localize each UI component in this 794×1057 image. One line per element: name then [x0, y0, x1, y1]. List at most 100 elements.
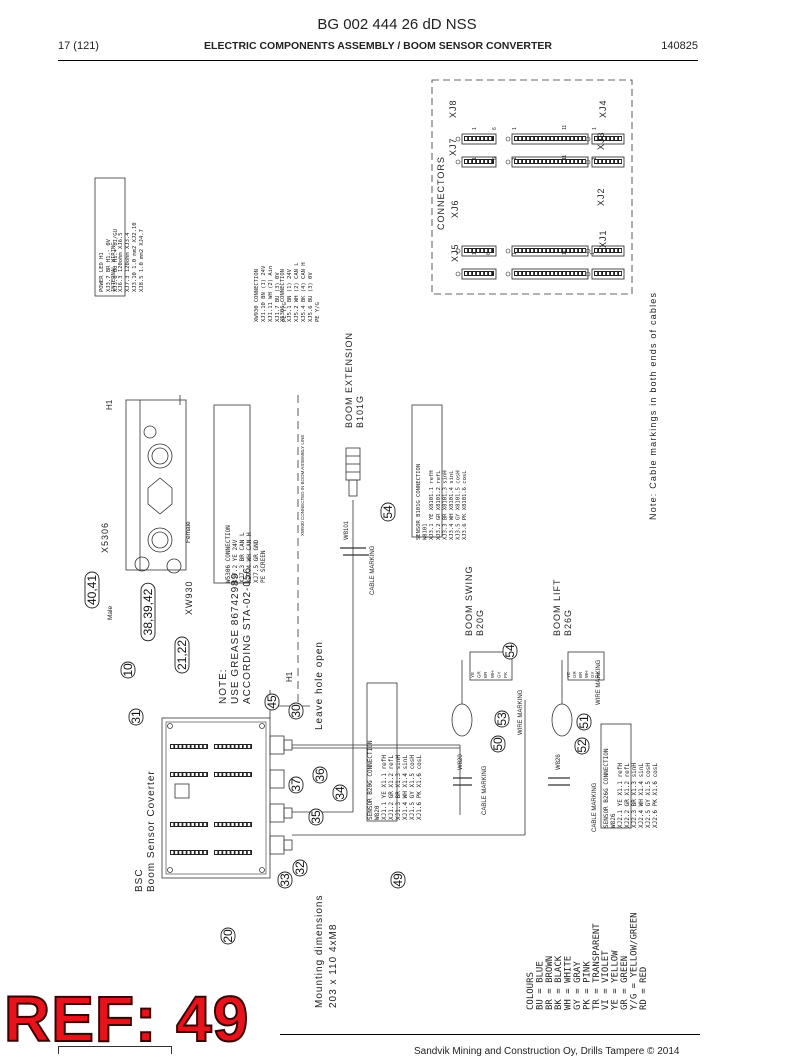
cable-w20-line: W820 [458, 754, 464, 770]
male-label: Male [107, 606, 114, 620]
xw930-connection-table-line: PE Y/G [282, 302, 288, 322]
sensor-b26g-table-line: XJ2.5 GY X1.5 cosH [645, 763, 652, 828]
wire-color-b26: YE [566, 672, 571, 678]
xw930-connection-table-line: XJ1.11 WH (2) Ain [268, 266, 274, 322]
page-number: 17 (121) [58, 40, 99, 52]
connectors-frame [431, 79, 633, 295]
callout-number: 21,22 [175, 640, 189, 670]
wire-color-b26: GY [590, 671, 595, 678]
ref-box [58, 1046, 172, 1054]
w5306-connection-table-line: XJ7.4 WH CAN H [246, 532, 253, 583]
colours-legend-line: Y/G = YELLOW/GREEN [629, 912, 639, 1010]
x5306-connection-table-line: PE Y/G [315, 302, 321, 322]
w5306-connection-table-line: PE SCREEN [260, 550, 267, 583]
pin-number-line: 1 [472, 127, 478, 130]
xw930-label: XW930 [184, 580, 194, 615]
sensor-b26g-table-line: XJ2.6 PK X1.6 cosL [652, 763, 659, 828]
grease-note-line: NOTE: [218, 668, 229, 704]
bsc-label-plate [174, 783, 190, 799]
callout-31: 31 [128, 708, 144, 726]
pin-number: 1 [592, 127, 598, 130]
cable-marking-b101-line: CABLE MARKING [370, 545, 376, 595]
wire-color-b26-line: PK [596, 672, 601, 678]
wire-color-b20: GY [496, 671, 501, 678]
sensor-b101g-table-line: XJ3.6 PK X8101.6 cosL [462, 470, 468, 540]
colours-legend-line: COLOURS [526, 972, 536, 1010]
h1-label-lower-line: H1 [285, 671, 294, 682]
x5306-label-line: X5306 [100, 522, 110, 553]
connector-xj3-line: XJ3 [596, 131, 606, 150]
callout-53: 53 [494, 710, 510, 728]
sensor-b26g-table-line: XJ2.2 GR X1.2 refL [624, 763, 631, 828]
mounting-dimensions-line: Mounting dimensions [314, 895, 325, 1009]
connector-xj5-line: XJ5 [450, 243, 460, 262]
callout-33: 33 [277, 871, 293, 889]
connectors-title: CONNECTORS [436, 156, 446, 230]
power-led-table-line: XJ3.7 BR H1.- 0V [106, 238, 112, 292]
pin-number: 6 [492, 157, 498, 160]
xw930-connector [166, 558, 182, 574]
internal-wiring-table-line: INTERNAL WIRING [111, 242, 117, 292]
colours-legend-line: VI = VIOLET [601, 950, 611, 1010]
callout-40-41: 40,41 [84, 571, 100, 609]
colours-legend-line: BU = BLUE [535, 961, 545, 1010]
sensor-b26g-table-line: W826 [610, 813, 617, 828]
pin-number-line: 1 [512, 252, 518, 255]
wire-color-b26: BR [578, 671, 583, 678]
callout-number: 51 [577, 715, 591, 729]
colours-legend-line: BR = BROWN [545, 956, 555, 1010]
pin-number-line: 11 [562, 125, 568, 130]
cable-w101: W8101 [344, 520, 350, 540]
boom-swing-label-line: BOOM SWING [464, 566, 474, 637]
w5306-connection-table-line: XJ7.5 GR GND [253, 539, 260, 583]
pin-number-line: 1 [592, 157, 598, 160]
boom-extension-label-line: B101G [355, 395, 365, 428]
wire-color-b26-line: YE [566, 672, 571, 678]
ref-stamp: REF: 49 [3, 982, 250, 1056]
boom-lift-label-line: BOOM LIFT [552, 578, 562, 636]
pin-number: 1 [512, 157, 518, 160]
sensor-b101g-table-line: XJ3.5 GY X8101.5 cosH [456, 470, 462, 540]
internal-wiring-table-line: XJ7.3 120ohm XJ3.4 [125, 232, 131, 292]
connectors-title-line: CONNECTORS [436, 156, 446, 230]
sensor-b101g-table-line: XJ3.1 YE X8101.1 refH [429, 470, 435, 540]
x5306-connection-table-line: XJ5.1 BN (1) 24V [287, 268, 293, 322]
connector-xj6-line: XJ6 [450, 199, 460, 218]
pin-number: 1 [592, 157, 598, 160]
cable-marking-b26-line: CABLE MARKING [592, 782, 598, 832]
cable-w101-line: W8101 [344, 520, 350, 540]
sensor-b20g-table-line: XJ1.2 GR X1.2 refL [388, 755, 395, 820]
cable-w26-line: W826 [556, 754, 562, 770]
callout-number: 30 [289, 704, 303, 718]
bsc-label-line: Boom Sensor Coverter [146, 770, 157, 892]
pin-number: 1 [590, 252, 596, 255]
power-led-table-line: XJ3.8 BU H1.+ UI/GU [113, 229, 119, 292]
xw930-connected-note: XW930 CONNECTED IN BOOM ASSEMBLY LINE [300, 435, 305, 536]
sensor-b26g-table-line: XJ2.3 BR X1.3 sinH [631, 763, 638, 828]
pin-number: 1 [512, 252, 518, 255]
callout-number: 35 [309, 810, 323, 824]
connector-xj7: XJ7 [448, 137, 458, 156]
cable-marking-note-line: Note: Cable markings in both ends of cab… [648, 292, 658, 520]
wire-color-b26: PK [596, 672, 601, 678]
sensor-b20g-table-line: XJ1.1 YE X1.1 refH [381, 755, 388, 820]
sensor-b26g-table-line: XJ2.1 YE X1.1 refH [617, 763, 624, 828]
bsc-enclosure [161, 717, 271, 879]
callout-20: 20 [220, 927, 236, 945]
x5306-connection-table-line: XJ5.4 BK (4) CAN H [301, 262, 307, 322]
connector-xj7-line: XJ7 [448, 137, 458, 156]
callout-number: 38,39,42 [141, 588, 155, 635]
wire-color-b20-line: PK [503, 672, 508, 678]
pin-number: 11 [562, 125, 568, 130]
wire-color-b20-line: GY [496, 671, 501, 678]
callout-54: 54 [380, 502, 396, 522]
connector-xj4: XJ4 [598, 99, 608, 118]
callout-50: 50 [490, 735, 506, 753]
header-date: 140825 [661, 40, 698, 52]
